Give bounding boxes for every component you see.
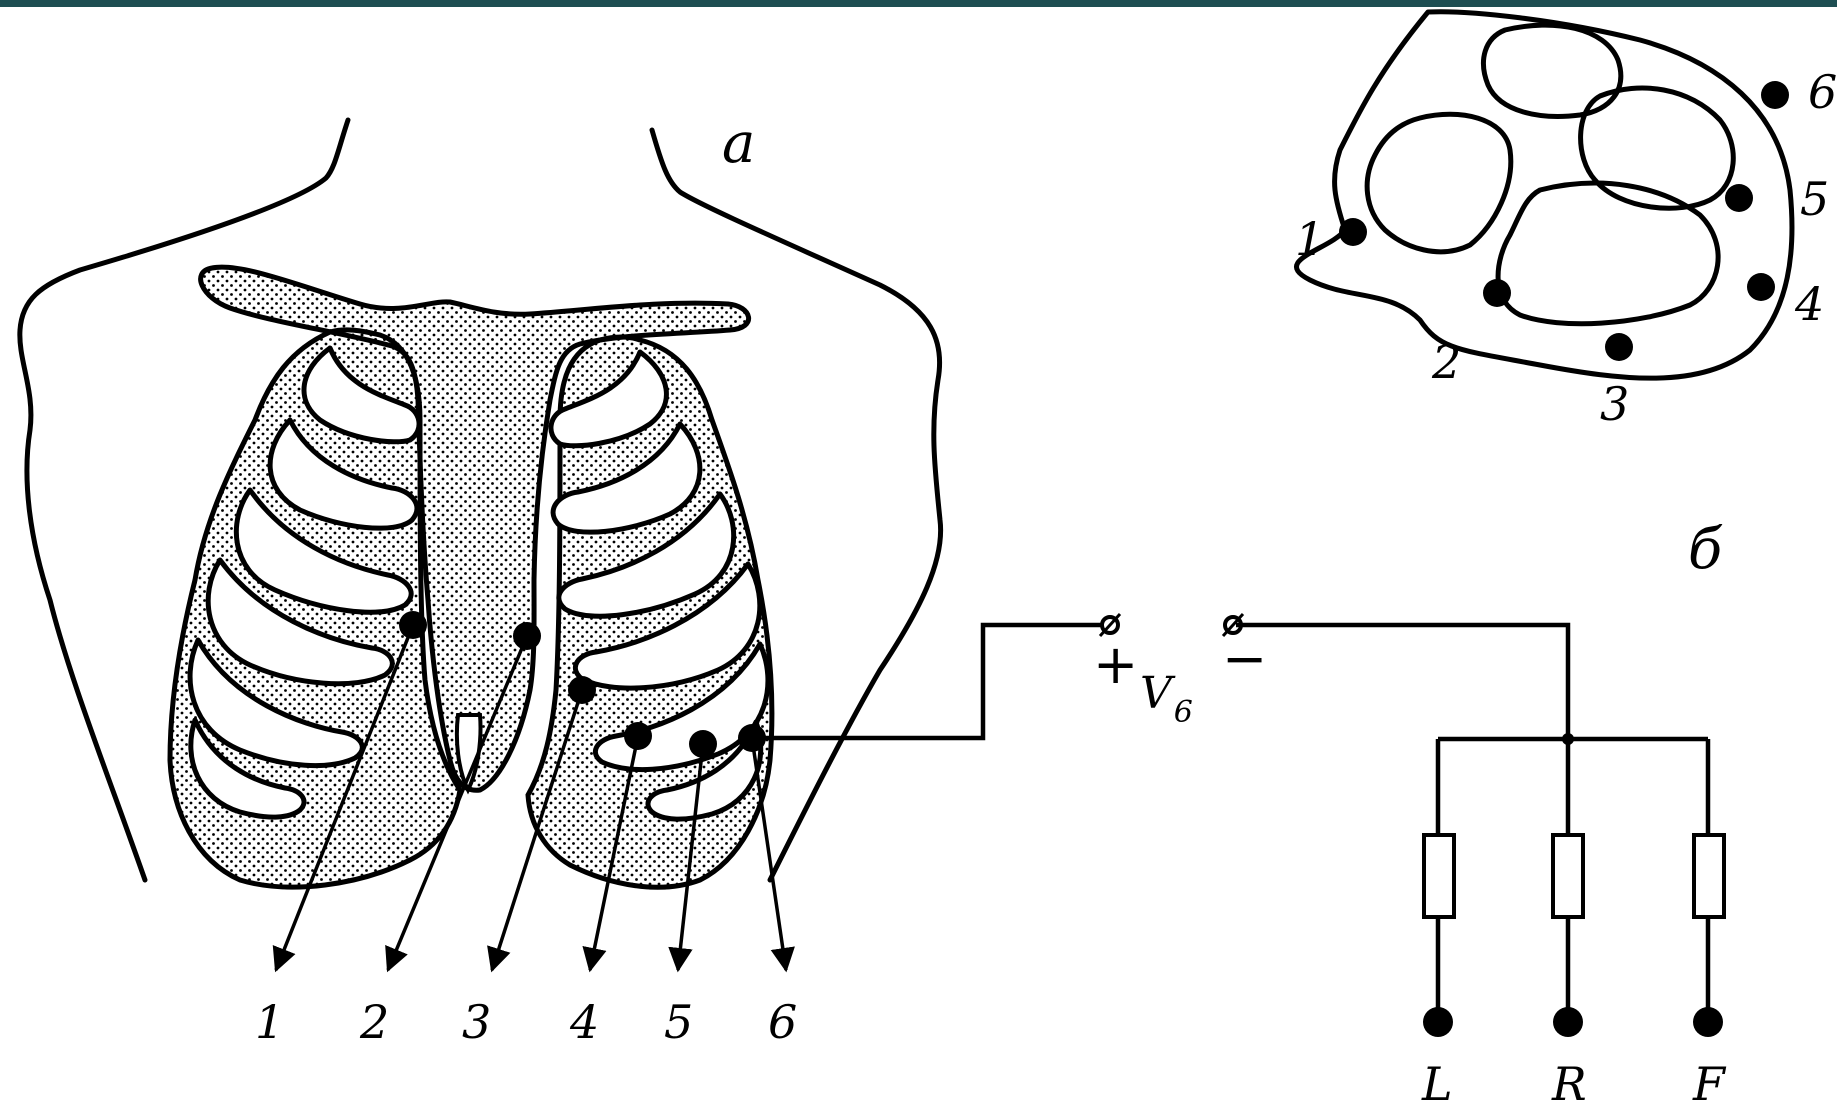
limb-label-f: F (1692, 1057, 1727, 1107)
resistor-l (1424, 835, 1454, 917)
front-label-1: 1 (255, 995, 284, 1049)
heart-cross-section (1296, 12, 1792, 378)
terminal-f (1693, 1007, 1723, 1037)
limb-label-l: L (1421, 1057, 1453, 1107)
cs-label-4: 4 (1794, 277, 1824, 331)
front-electrode-numbers: 1 2 3 4 5 6 (255, 995, 797, 1049)
terminal-r (1553, 1007, 1583, 1037)
cs-label-6: 6 (1808, 65, 1837, 119)
cs-electrode-4 (1747, 273, 1775, 301)
panel-label-b: б (1688, 517, 1723, 582)
front-label-5: 5 (664, 995, 693, 1049)
terminal-l (1423, 1007, 1453, 1037)
minus-sign: − (1222, 627, 1267, 690)
negative-lead-wire (1236, 625, 1568, 739)
front-label-6: 6 (768, 995, 797, 1049)
cs-label-5: 5 (1800, 172, 1829, 226)
plus-sign: + (1093, 633, 1138, 696)
front-label-2: 2 (359, 995, 389, 1049)
rib-cage-right (528, 337, 772, 887)
positive-lead-wire (752, 625, 1107, 738)
front-label-4: 4 (569, 995, 599, 1049)
resistor-r (1553, 835, 1583, 917)
resistor-f (1694, 835, 1724, 917)
cs-electrode-5 (1725, 184, 1753, 212)
rib-cage-left (170, 330, 460, 887)
cs-electrode-1 (1339, 218, 1367, 246)
cross-section-numbers: 1 2 3 4 5 6 (1295, 65, 1837, 431)
voltmeter-label: V6 (1140, 668, 1193, 730)
cs-label-2: 2 (1431, 335, 1461, 389)
cs-label-1: 1 (1295, 212, 1324, 266)
cs-electrode-6 (1761, 81, 1789, 109)
cs-electrode-2 (1483, 279, 1511, 307)
cs-label-3: 3 (1600, 377, 1629, 431)
cs-electrode-3 (1605, 333, 1633, 361)
panel-label-a: a (722, 111, 755, 176)
limb-label-r: R (1551, 1057, 1587, 1107)
front-label-3: 3 (462, 995, 491, 1049)
